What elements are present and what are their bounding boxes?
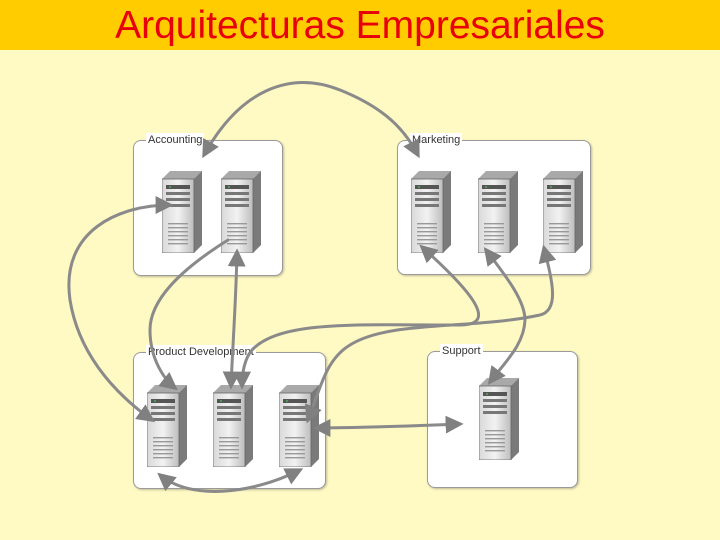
group-product-development: Product Development [133, 345, 326, 489]
group-label-accounting: Accounting [146, 133, 205, 147]
server-tower-icon [478, 171, 518, 253]
server-tower-icon [479, 378, 519, 460]
title-bar: Arquitecturas Empresariales [0, 0, 720, 50]
slide-title: Arquitecturas Empresariales [115, 4, 605, 47]
group-label-marketing: Marketing [410, 133, 463, 147]
server-tower-icon [411, 171, 451, 253]
server-tower-icon [279, 385, 319, 467]
group-support: Support [427, 344, 578, 488]
group-accounting: Accounting [133, 133, 283, 276]
server-tower-icon [147, 385, 187, 467]
group-marketing: Marketing [397, 133, 591, 275]
server-tower-icon [543, 171, 583, 253]
server-tower-icon [213, 385, 253, 467]
server-tower-icon [221, 171, 261, 253]
server-tower-icon [162, 171, 202, 253]
group-label-product-development: Product Development [146, 345, 256, 359]
group-label-support: Support [440, 344, 483, 358]
